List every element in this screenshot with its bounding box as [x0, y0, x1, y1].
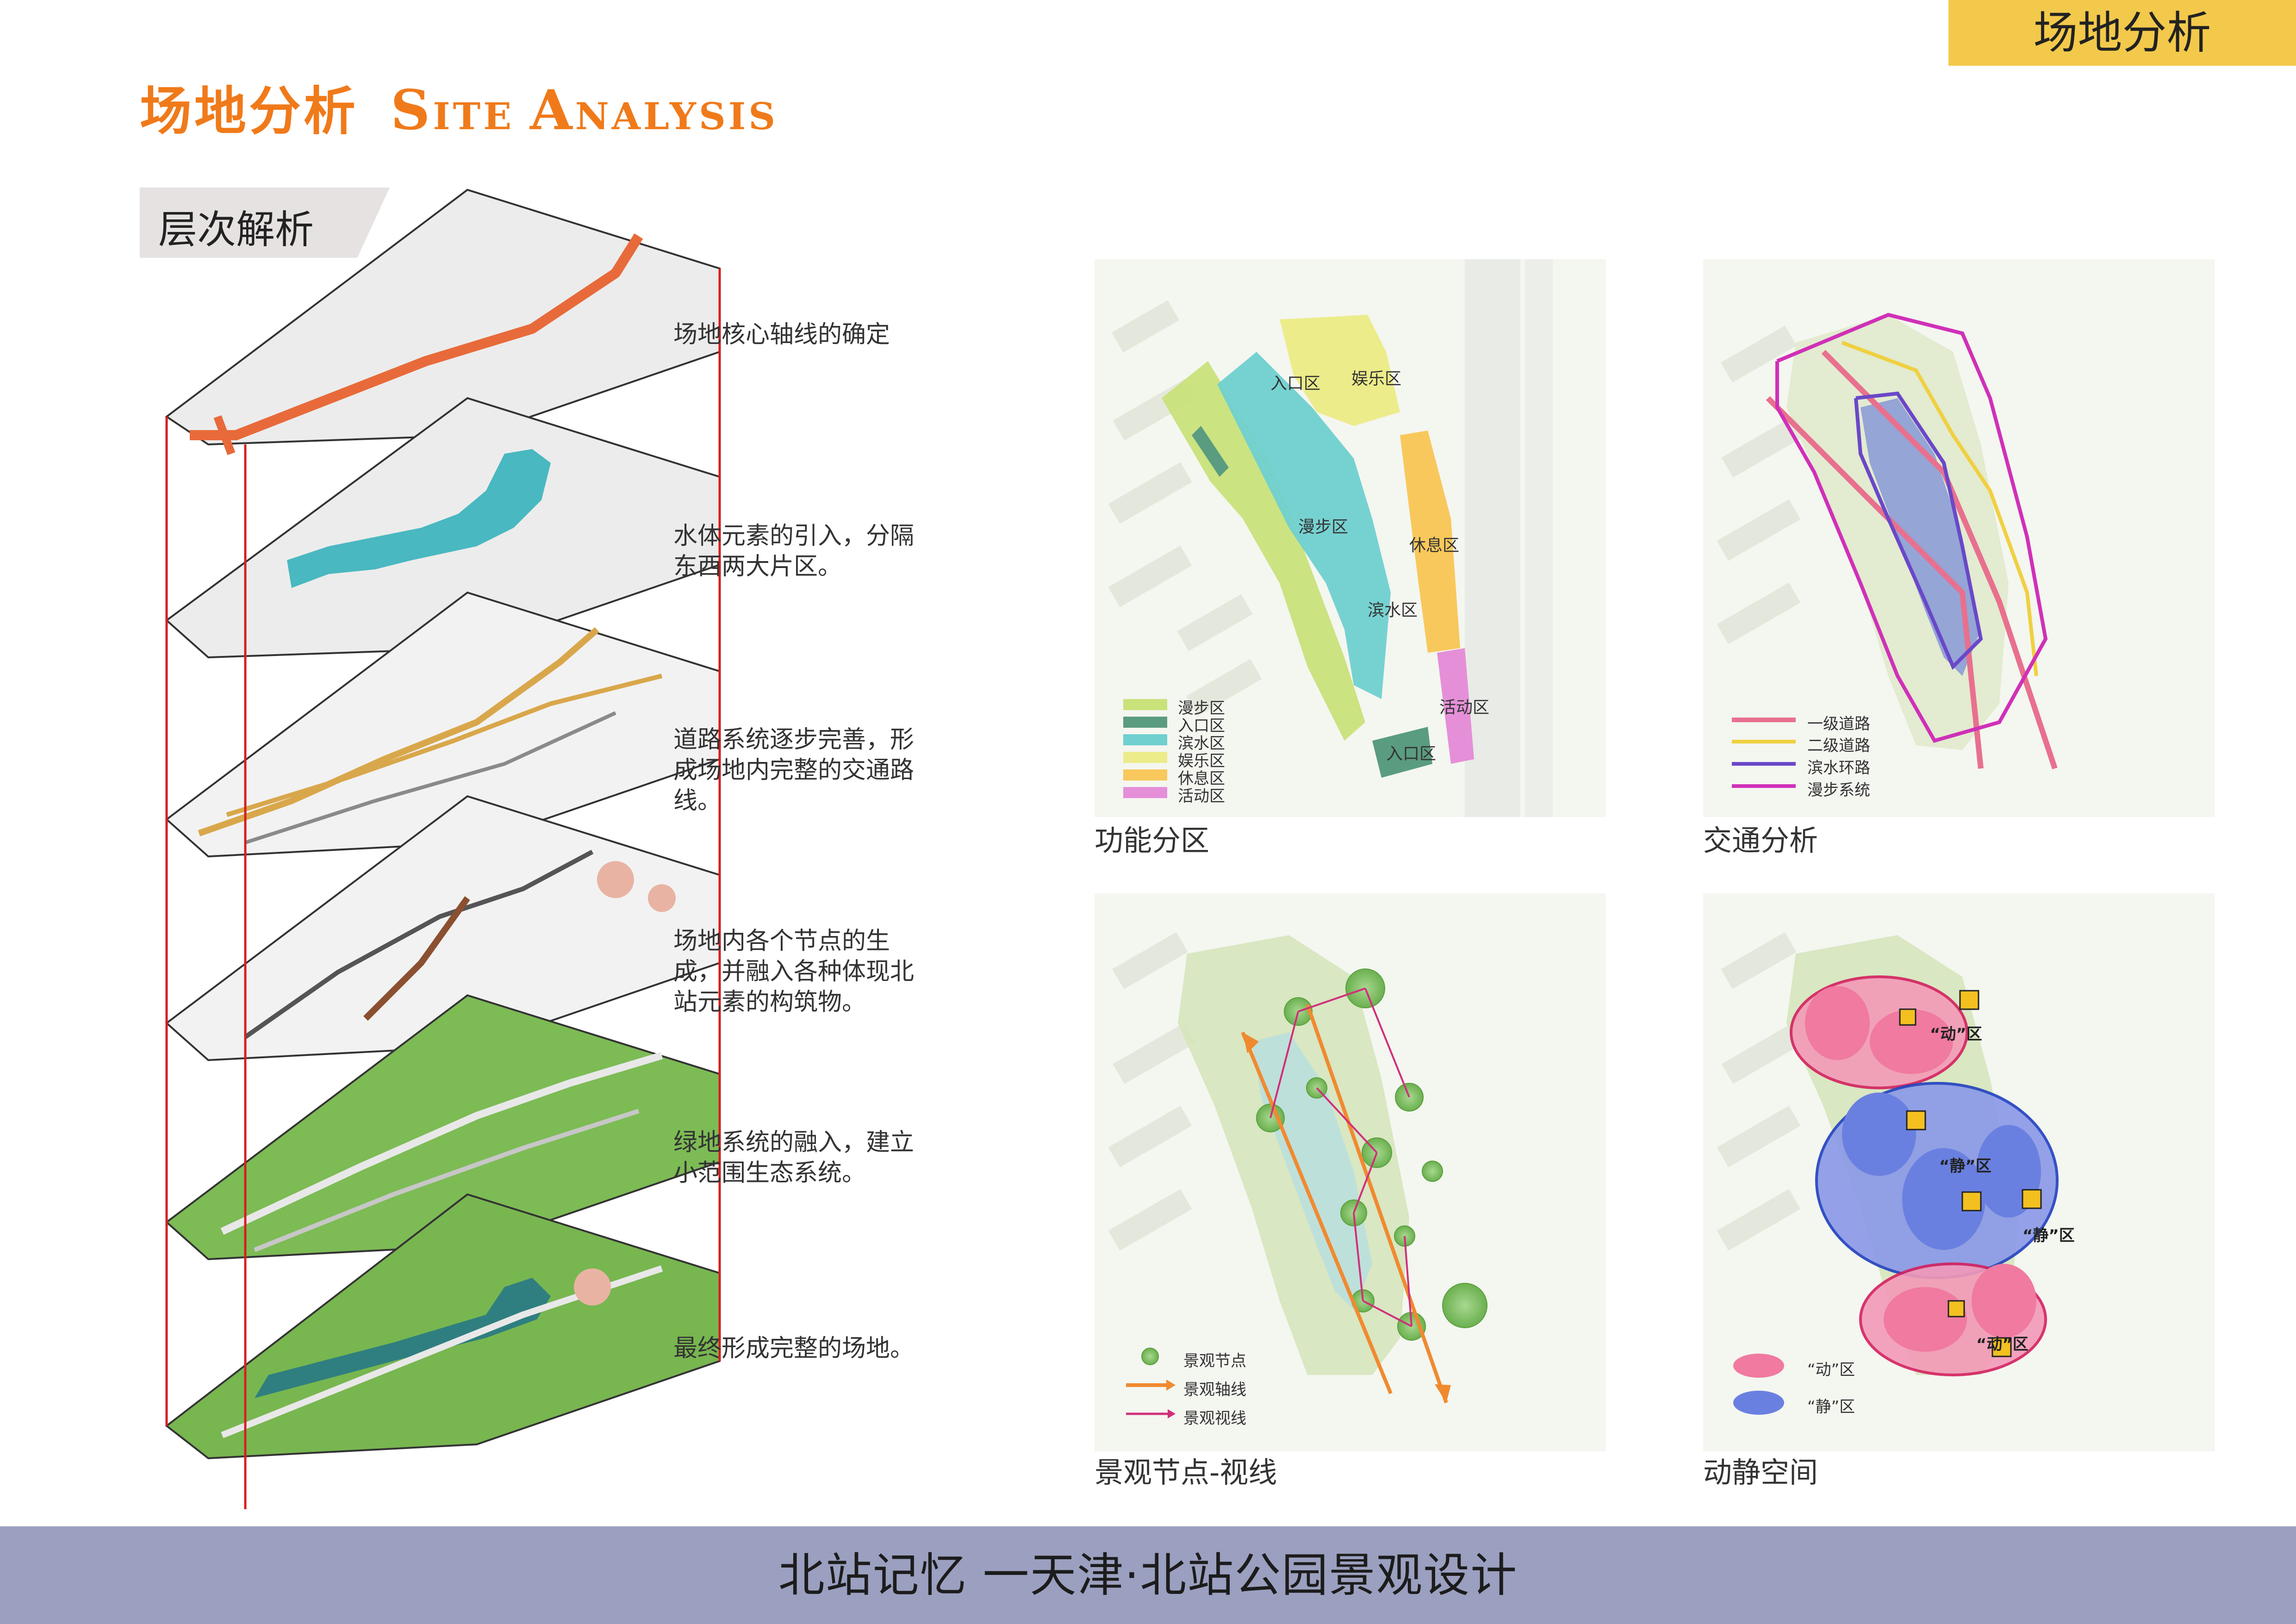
section-label: 层次解析 — [158, 207, 314, 252]
zone-label-rest: 休息区 — [1409, 536, 1459, 555]
legend-label-primary-road: 一级道路 — [1807, 715, 1870, 733]
layer-text-3: 道路系统逐步完善，形成场地内完整的交通路线。 — [673, 726, 915, 815]
zone-label-static-2: “静”区 — [2022, 1226, 2075, 1245]
footer-title: 北站记忆 一天津·北站公园景观设计 — [778, 1548, 1518, 1602]
legend-label-static: “静”区 — [1807, 1398, 1855, 1416]
landscape-map-graphic — [1095, 893, 1606, 1451]
zone-label-entrance-1: 入口区 — [1270, 374, 1320, 393]
legend-swatch-entertainment — [1123, 752, 1167, 763]
footer-bar: 北站记忆 一天津·北站公园景观设计 — [0, 1526, 2296, 1624]
legend-label-dynamic: “动”区 — [1807, 1361, 1855, 1379]
legend-label-activity: 活动区 — [1178, 787, 1225, 806]
page-title: 场地分析 SITE ANALYSIS — [140, 69, 778, 144]
red-frame-lines — [165, 269, 721, 1509]
legend-label-water-loop: 滨水环路 — [1807, 759, 1870, 777]
map-function-zoning: 入口区 娱乐区 漫步区 休息区 滨水区 活动区 入口区 漫步区 入口区 滨水区 … — [1095, 259, 1606, 817]
caption-traffic: 交通分析 — [1703, 824, 1818, 857]
layer-roads — [165, 591, 721, 858]
caption-dynamic: 动静空间 — [1703, 1455, 1818, 1489]
layer-stack-diagram — [165, 188, 721, 1509]
function-map-graphic: 入口区 娱乐区 漫步区 休息区 滨水区 活动区 入口区 — [1095, 259, 1606, 817]
layer-text-4: 场地内各个节点的生成，并融入各种体现北站元素的构筑物。 — [673, 927, 915, 1016]
map-traffic: 一级道路 二级道路 滨水环路 漫步系统 — [1703, 259, 2215, 817]
legend-swatch-waterfront — [1123, 734, 1167, 745]
legend-swatch-entrance — [1123, 717, 1167, 728]
zone-label-waterfront: 滨水区 — [1368, 601, 1418, 620]
title-english: SITE ANALYSIS — [391, 78, 778, 142]
layer-text-5: 绿地系统的融入，建立小范围生态系统。 — [673, 1129, 915, 1187]
zone-label-static-1: “静”区 — [1939, 1157, 1991, 1175]
title-en-cap-1: S — [391, 78, 433, 142]
title-en-rest-1: ITE — [433, 94, 515, 138]
legend-label-entertainment: 娱乐区 — [1178, 752, 1225, 770]
zone-label-activity: 活动区 — [1439, 698, 1489, 717]
legend-swatch-activity — [1123, 787, 1167, 798]
zone-label-entertainment: 娱乐区 — [1351, 369, 1401, 388]
section-heading: 层次解析 — [140, 187, 390, 258]
legend-static-swatch — [1733, 1391, 1784, 1415]
layer-text-6: 最终形成完整的场地。 — [673, 1335, 915, 1362]
section-heading-bg — [140, 187, 390, 258]
zone-label-dynamic-2: “动”区 — [1976, 1335, 2028, 1354]
legend-node-symbol — [1141, 1348, 1159, 1365]
caption-landscape: 景观节点-视线 — [1095, 1455, 1277, 1489]
caption-function: 功能分区 — [1095, 824, 1210, 857]
zone-label-dynamic-1: “动”区 — [1930, 1025, 1982, 1043]
legend-label-rest: 休息区 — [1178, 769, 1225, 788]
legend-label-sightline: 景观视线 — [1183, 1409, 1246, 1428]
legend-label-secondary-road: 二级道路 — [1807, 737, 1870, 755]
title-en-rest-2: NALYSIS — [575, 94, 778, 138]
zone-label-entrance-2: 入口区 — [1386, 744, 1436, 763]
legend-label-waterfront: 滨水区 — [1178, 734, 1225, 753]
legend-dynamic-swatch — [1733, 1354, 1784, 1378]
traffic-map-graphic — [1703, 259, 2215, 817]
zone-label-walk: 漫步区 — [1298, 518, 1348, 537]
legend-label-entrance: 入口区 — [1178, 717, 1225, 735]
layer-nodes — [165, 795, 721, 1062]
layer-axis — [165, 188, 721, 456]
layer-text-2: 水体元素的引入，分隔东西两大片区。 — [673, 522, 915, 581]
map-dynamic-static: “动”区 “静”区 “静”区 “动”区 “动”区 “静”区 — [1703, 893, 2215, 1451]
layer-text-1: 场地核心轴线的确定 — [673, 321, 890, 349]
title-en-cap-2: A — [530, 78, 575, 142]
title-chinese: 场地分析 — [140, 81, 358, 142]
legend-swatch-walk — [1123, 699, 1167, 710]
legend-label-walk-system: 漫步系统 — [1807, 781, 1870, 800]
legend-label-node: 景观节点 — [1183, 1352, 1246, 1370]
map-landscape-nodes: 景观节点 景观轴线 景观视线 — [1095, 893, 1606, 1451]
legend-swatch-rest — [1123, 769, 1167, 781]
header-tab: 场地分析 — [1948, 0, 2296, 66]
layer-green — [165, 994, 721, 1261]
dynamic-map-graphic: “动”区 “静”区 “静”区 “动”区 — [1703, 893, 2215, 1451]
legend-label-walk: 漫步区 — [1178, 699, 1225, 718]
legend-label-axis: 景观轴线 — [1183, 1380, 1246, 1399]
